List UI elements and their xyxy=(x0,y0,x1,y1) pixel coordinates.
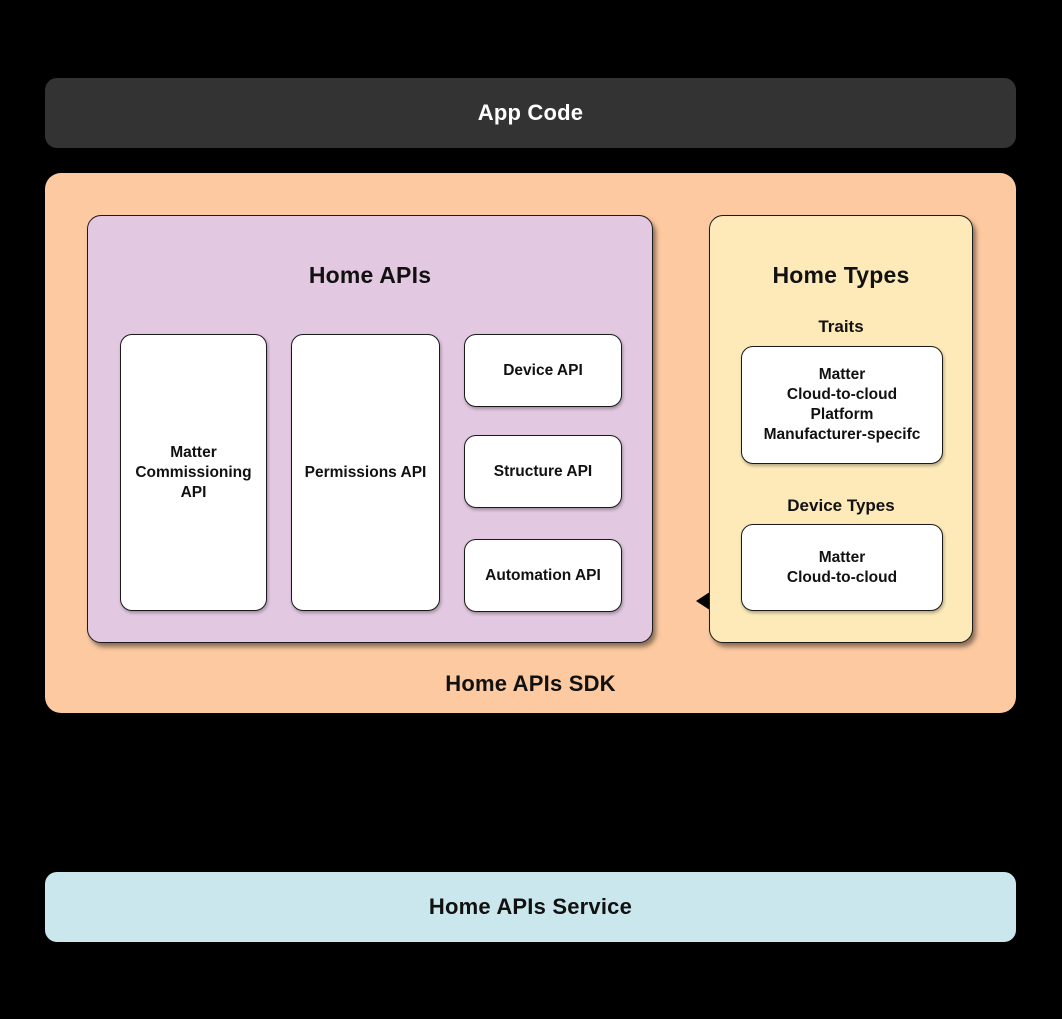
home-apis-service-label: Home APIs Service xyxy=(428,894,633,919)
traits-heading: Traits xyxy=(818,317,864,336)
home-apis-title: Home APIs xyxy=(308,262,432,288)
permissions-api-box: Permissions API xyxy=(291,334,440,611)
device-types-box: Matter Cloud-to-cloud xyxy=(741,524,943,611)
matter-commissioning-api-box: Matter Commissioning API xyxy=(120,334,267,611)
sdk-label: Home APIs SDK xyxy=(445,671,616,696)
device-api-box: Device API xyxy=(464,334,622,407)
structure-api-box: Structure API xyxy=(464,435,622,508)
home-apis-box: Home APIs Matter Commissioning API Permi… xyxy=(87,215,653,643)
automation-api-box: Automation API xyxy=(464,539,622,612)
app-code-box: App Code xyxy=(45,78,1016,148)
traits-box: Matter Cloud-to-cloud Platform Manufactu… xyxy=(741,346,943,464)
home-apis-service-box: Home APIs Service xyxy=(45,872,1016,942)
app-code-label: App Code xyxy=(477,100,584,125)
device-types-heading: Device Types xyxy=(787,496,895,515)
home-types-box: Home Types Traits Matter Cloud-to-cloud … xyxy=(709,215,973,643)
home-apis-sdk-box: Home APIs Matter Commissioning API Permi… xyxy=(45,173,1016,713)
home-types-title: Home Types xyxy=(772,262,910,288)
